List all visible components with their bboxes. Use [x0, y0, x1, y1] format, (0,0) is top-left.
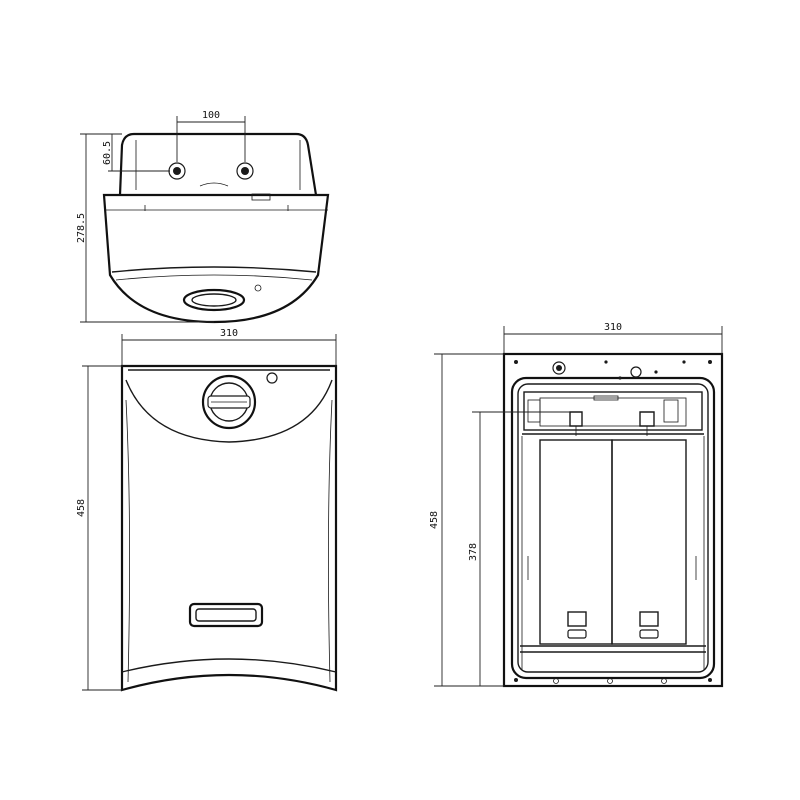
dim-top-pipe-offset: 60.5	[102, 141, 113, 165]
top-front-curve-inner	[115, 274, 313, 281]
dim-front-width: 310	[220, 328, 238, 339]
front-view: 310 458	[76, 328, 338, 692]
top-pipe-left-core	[173, 167, 181, 175]
back-screw-tl	[514, 360, 518, 364]
front-handle-inner	[195, 608, 257, 622]
back-pipe-hole-core	[556, 365, 562, 371]
back-latch-left-icon	[567, 611, 587, 627]
top-view: 100 60.5 278.5	[76, 110, 330, 324]
top-detail-arc	[199, 182, 229, 187]
front-side-contours	[125, 399, 333, 683]
front-indicator-icon	[266, 372, 278, 384]
dim-top-pipe-spacing: 100	[202, 110, 220, 121]
front-body-outline	[120, 364, 338, 692]
top-indicator-icon	[254, 284, 262, 292]
top-knob-outline	[182, 288, 246, 312]
back-hook-left-icon	[569, 411, 583, 427]
back-hook-right-icon	[639, 411, 655, 427]
back-hole-b1	[553, 678, 559, 684]
back-hole-b2	[607, 678, 613, 684]
back-plate-outline	[502, 352, 724, 688]
back-screw-bl	[514, 678, 518, 682]
top-cap-outline	[118, 132, 318, 196]
back-frame-inner	[517, 383, 709, 673]
dim-back-width: 310	[604, 322, 622, 333]
top-detail-plate	[251, 193, 271, 201]
back-screw-t3	[654, 370, 658, 374]
top-cap-inner-lines	[135, 140, 301, 190]
dim-front-height: 458	[76, 499, 87, 517]
top-pipe-right-core	[241, 167, 249, 175]
top-knob-inner	[191, 293, 237, 307]
front-knob-icon	[201, 374, 257, 430]
back-panel-right	[611, 439, 687, 645]
back-latch-right-base	[639, 629, 659, 639]
top-front-curve	[111, 266, 317, 273]
front-handle-icon	[188, 602, 264, 628]
dim-back-mount-height: 378	[468, 543, 479, 561]
back-screw-t4	[682, 360, 686, 364]
back-latch-right-icon	[639, 611, 659, 627]
back-bracket	[523, 391, 703, 431]
back-bracket-slot-left	[527, 399, 541, 423]
back-screw-t2	[618, 376, 622, 380]
back-latch-left-base	[567, 629, 587, 639]
back-bracket-slot-right	[663, 399, 679, 423]
back-screw-tr	[708, 360, 712, 364]
back-screw-br	[708, 678, 712, 682]
back-hole-b3	[661, 678, 667, 684]
front-bottom-curve	[121, 658, 337, 673]
front-cover-curve	[125, 379, 333, 443]
back-bracket-notch	[593, 395, 619, 401]
dim-back-height: 458	[429, 511, 440, 529]
back-panel-left	[539, 439, 613, 645]
back-view: 310 458 378	[429, 322, 724, 688]
top-body-outline	[102, 193, 330, 324]
dim-top-depth: 278.5	[76, 213, 87, 243]
back-screw-t1	[604, 360, 608, 364]
back-frame-outer	[510, 376, 716, 680]
back-center-hole-icon	[630, 366, 642, 378]
